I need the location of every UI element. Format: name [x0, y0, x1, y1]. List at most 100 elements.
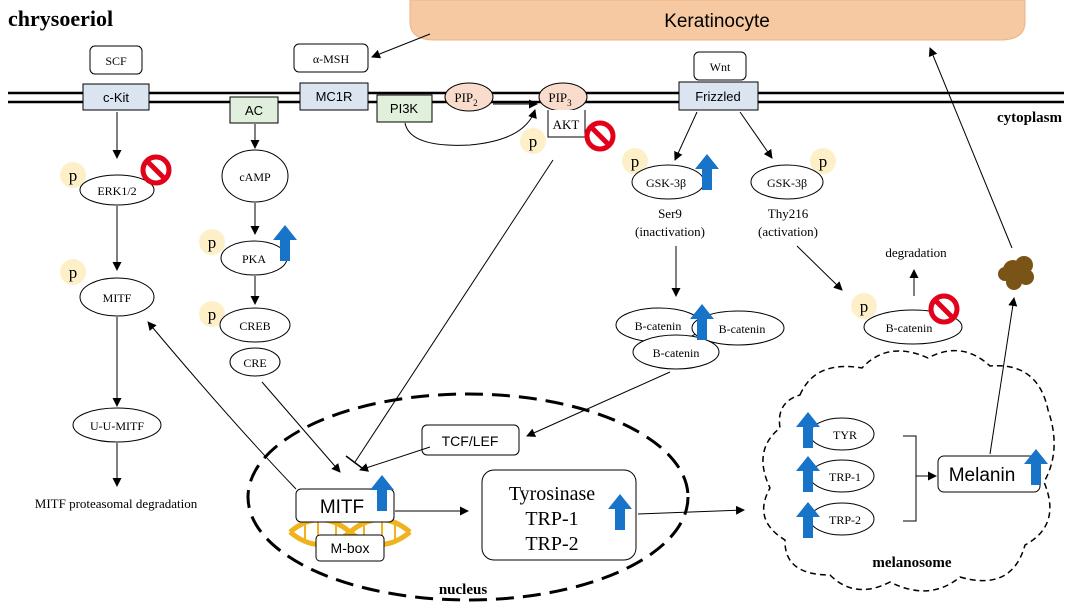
mbox: M-box — [315, 534, 385, 562]
keratinocyte: Keratinocyte — [409, 0, 1026, 41]
pi3k-label: PI3K — [390, 101, 419, 116]
phospho-badge — [60, 162, 86, 188]
uumitf-node: U-U-MITF — [72, 407, 162, 443]
trp2-node: TRP-2 — [809, 502, 875, 536]
arrow-gsk-bcatenin-degraded — [796, 245, 843, 291]
tyrosinase-label: Tyrosinase — [509, 483, 595, 505]
gsk-left-label: GSK-3β — [646, 176, 686, 190]
camp-node: cAMP — [221, 149, 289, 203]
arrow-tcf-mitf — [359, 446, 431, 472]
nucleus-label: nucleus — [439, 582, 488, 598]
ckit-label: c-Kit — [103, 90, 129, 105]
mitf-cyto-node: p MITF — [60, 259, 155, 317]
svg-text:p: p — [819, 152, 828, 171]
ckit-receptor: c-Kit — [82, 83, 150, 111]
cre-node: CRE — [229, 347, 281, 377]
pip3-node: PIP3 — [538, 82, 588, 112]
erk-node: p ERK1/2 — [60, 162, 155, 206]
arrow-bcatenin-tcf — [526, 371, 671, 437]
melanin-box: Melanin — [937, 455, 1041, 493]
mc1r-receptor: MC1R — [299, 82, 369, 111]
inactivation-label: (inactivation) — [635, 224, 705, 239]
mc1r-label: MC1R — [316, 89, 353, 104]
svg-text:p: p — [860, 297, 869, 316]
bcatenin-degraded-label: B-catenin — [886, 321, 933, 335]
pip2-node: PIP2 — [444, 82, 494, 112]
arrow-keratinocyte-amsh — [371, 33, 431, 59]
phospho-badge — [199, 301, 225, 327]
activation-label: (activation) — [758, 224, 818, 239]
trp2-label: TRP-2 — [829, 513, 861, 527]
arrow-frizzled-gsk-right — [739, 111, 773, 159]
phospho-badge — [810, 148, 836, 174]
cre-label: CRE — [243, 356, 266, 370]
pka-node: p PKA — [199, 229, 288, 276]
phospho-badge — [199, 229, 225, 255]
keratinocyte-label: Keratinocyte — [664, 11, 770, 32]
wnt-ligand: Wnt — [693, 51, 747, 81]
svg-text:PIP2: PIP2 — [454, 90, 477, 108]
arrow-melanin-granule — [989, 297, 1018, 455]
svg-text:p: p — [208, 233, 217, 252]
inhibition-icon-erk — [143, 157, 169, 183]
amsh-label: α-MSH — [313, 52, 350, 66]
arrow-frizzled-gsk-left — [674, 111, 698, 161]
creb-node: p CREB — [199, 301, 291, 343]
tcf-lef-box: TCF/LEF — [421, 424, 520, 456]
trp1-gene-label: TRP-1 — [525, 508, 578, 530]
gsk-right-label: GSK-3β — [767, 176, 807, 190]
mitf-nuclear-box: MITF — [295, 488, 395, 523]
phospho-badge — [622, 148, 648, 174]
mbox-label: M-box — [331, 540, 370, 556]
pka-label: PKA — [242, 252, 266, 266]
svg-text:p: p — [631, 152, 640, 171]
mitf-cyto-label: MITF — [103, 291, 132, 305]
svg-text:p: p — [69, 263, 78, 282]
nucleus-membrane — [246, 392, 690, 602]
melanin-label: Melanin — [949, 465, 1016, 486]
gsk-left-node: p GSK-3β — [622, 148, 705, 200]
wnt-label: Wnt — [710, 60, 731, 74]
bcatenin-1-label: B-catenin — [635, 319, 682, 333]
inhibition-icon-akt — [587, 123, 613, 149]
target-genes-box: Tyrosinase TRP-1 TRP-2 — [481, 469, 637, 561]
arrow-pi3k-pip3 — [404, 109, 537, 146]
bcatenin-3-label: B-catenin — [653, 346, 700, 360]
arrow-granule-keratinocyte — [928, 47, 1013, 249]
frizzled-receptor: Frizzled — [678, 81, 759, 111]
tyr-node: TYR — [809, 417, 875, 451]
bcatenin-complex: B-catenin B-catenin B-catenin — [615, 307, 785, 370]
akt-label: AKT — [553, 117, 580, 132]
trp2-gene-label: TRP-2 — [525, 533, 578, 555]
creb-label: CREB — [239, 319, 270, 333]
svg-text:p: p — [69, 166, 78, 185]
figure-title: chrysoeriol — [8, 6, 113, 31]
phospho-badge — [520, 128, 546, 154]
mitf-degradation-label: MITF proteasomal degradation — [35, 496, 198, 511]
inhibit-akt-mitf — [345, 159, 554, 469]
svg-text:PIP3: PIP3 — [548, 90, 572, 108]
cell-membrane — [8, 91, 1064, 104]
ser9-label: Ser9 — [658, 206, 682, 221]
uumitf-label: U-U-MITF — [90, 419, 144, 433]
inhibition-icon-bcatenin — [931, 296, 957, 322]
arrow-genes-melanosome — [637, 505, 745, 515]
svg-text:p: p — [529, 132, 538, 151]
gsk-right-node: p GSK-3β — [750, 148, 836, 200]
ac-label: AC — [245, 103, 263, 118]
melanosome-label: melanosome — [872, 555, 951, 571]
mitf-nuclear-label: MITF — [320, 497, 364, 518]
enzyme-bracket — [903, 435, 917, 522]
bcatenin-2-label: B-catenin — [719, 322, 766, 336]
trp1-label: TRP-1 — [829, 470, 861, 484]
tcf-lef-label: TCF/LEF — [442, 433, 499, 449]
scf-label: SCF — [105, 54, 127, 68]
erk-label: ERK1/2 — [97, 184, 136, 198]
arrow-mitf-nuclear-cyto — [147, 321, 297, 490]
arrow-cre-mitf — [261, 381, 341, 473]
svg-text:p: p — [208, 305, 217, 324]
amsh-ligand: α-MSH — [293, 43, 369, 73]
thy216-label: Thy216 — [768, 206, 809, 221]
pi3k-enzyme: PI3K — [376, 94, 433, 123]
